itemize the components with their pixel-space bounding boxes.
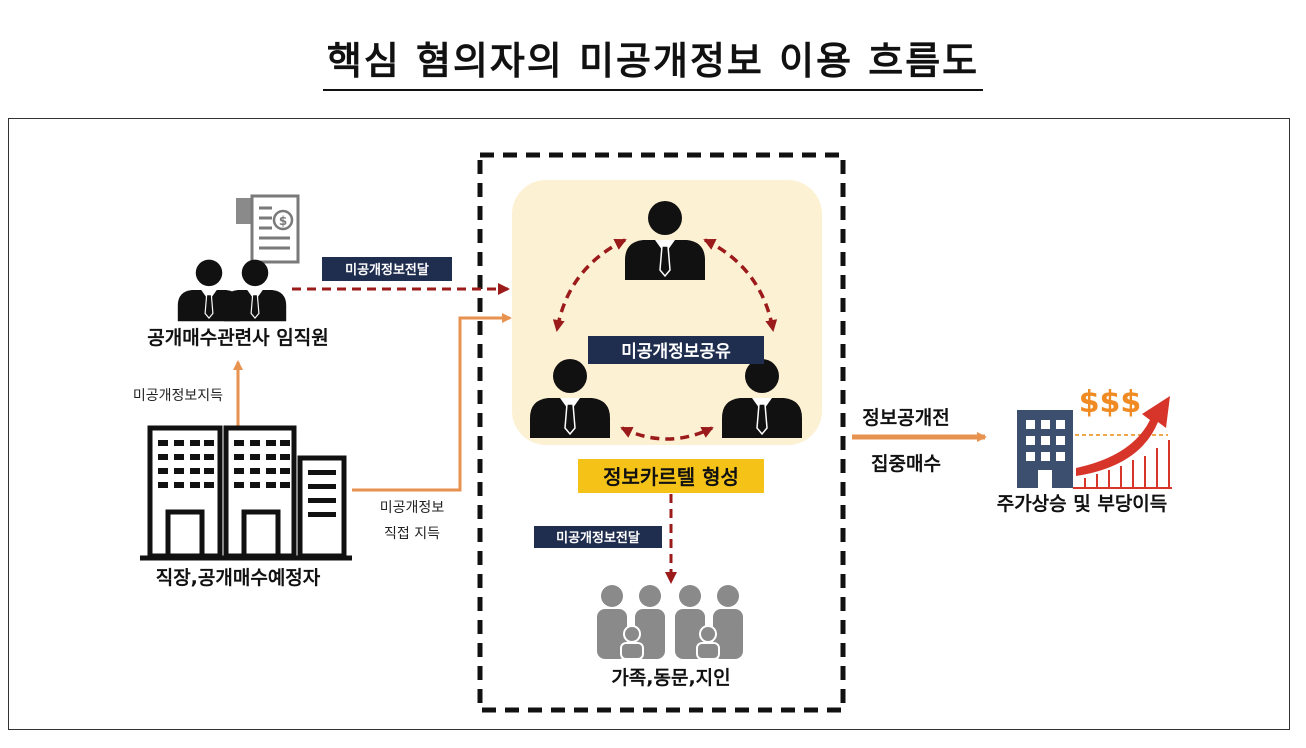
transfer-down-badge (534, 526, 662, 548)
building-windows (158, 440, 336, 517)
knowledge-up-label: 미공개정보지득 (133, 388, 223, 404)
family-label: 가족,동문,지인 (611, 667, 730, 689)
executives-label: 공개매수관련사 임직원 (147, 327, 328, 349)
document-dollar-icon: $ (236, 194, 300, 264)
cartel-badge (578, 459, 764, 493)
building-icon (1017, 410, 1073, 488)
concentrated-buy-label: 집중매수 (871, 453, 941, 475)
rising-chart-icon (1073, 396, 1172, 489)
workplace-label: 직장,공개매수예정자 (156, 567, 321, 589)
sharing-label: 미공개정보공유 (621, 342, 731, 362)
cartel-label: 정보카르텔 형성 (603, 465, 739, 489)
page-title: 핵심 혐의자의 미공개정보 이용 흐름도 (0, 30, 1306, 91)
direct-knowledge-arrow (352, 313, 512, 492)
direct-label-line1: 미공개정보 (380, 500, 445, 516)
result-label: 주가상승 및 부당이득 (997, 493, 1168, 515)
svg-text:$: $ (279, 214, 287, 228)
direct-label-line2: 직접 지득 (384, 526, 440, 542)
transfer-top-label: 미공개정보전달 (345, 262, 429, 278)
family-icon (597, 585, 743, 660)
diagram-frame (8, 118, 1290, 730)
transfer-down-label: 미공개정보전달 (556, 530, 640, 546)
executives-icon (177, 258, 287, 322)
share-arrow-bottom (620, 426, 714, 441)
title-text: 핵심 혐의자의 미공개정보 이용 흐름도 (322, 39, 984, 91)
before-disclosure-label: 정보공개전 (862, 407, 949, 429)
dollar-signs: $$$ (1079, 385, 1142, 420)
sharing-badge (588, 336, 764, 364)
office-buildings-icon (140, 425, 352, 561)
transfer-top-badge (322, 257, 452, 281)
